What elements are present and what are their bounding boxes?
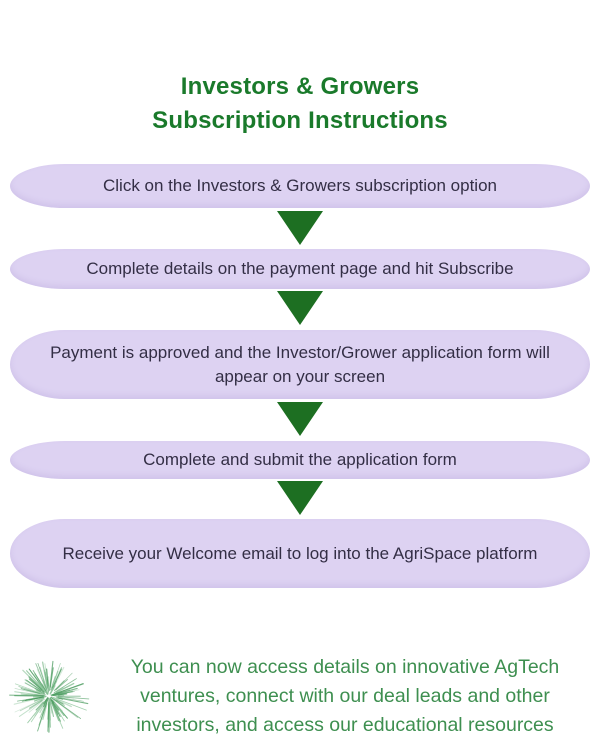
footer-text-line2: ventures, connect with our deal leads an… bbox=[140, 684, 550, 707]
page-title: Investors & Growers Subscription Instruc… bbox=[0, 70, 600, 138]
step-pill-1-label: Click on the Investors & Growers subscri… bbox=[102, 176, 497, 195]
step-pill-5: Receive your Welcome email to log into t… bbox=[10, 519, 590, 588]
step-pill-3: Payment is approved and the Investor/Gro… bbox=[10, 330, 590, 399]
step-pill-2: Complete details on the payment page and… bbox=[10, 249, 590, 289]
arrow-down-icon bbox=[277, 402, 323, 436]
step-pill-2-label: Complete details on the payment page and… bbox=[86, 259, 514, 278]
footer: You can now access details on innovative… bbox=[8, 650, 592, 742]
arrow-down-icon bbox=[277, 211, 323, 245]
step-pill-4-label: Complete and submit the application form bbox=[143, 450, 457, 469]
step-pill-5-label: Receive your Welcome email to log into t… bbox=[62, 543, 538, 563]
arrow-down-icon bbox=[277, 481, 323, 515]
page-title-line1: Investors & Growers bbox=[180, 73, 420, 100]
footer-text: You can now access details on innovative… bbox=[98, 653, 592, 740]
arrow-down-icon bbox=[277, 291, 323, 325]
step-pill-4: Complete and submit the application form bbox=[10, 441, 590, 479]
firework-icon bbox=[8, 650, 90, 742]
step-pill-3-label: Payment is approved and the Investor/Gro… bbox=[50, 342, 550, 386]
footer-text-line3: investors, and access our educational re… bbox=[136, 713, 554, 736]
page-title-line2: Subscription Instructions bbox=[152, 107, 448, 134]
footer-text-line1: You can now access details on innovative… bbox=[130, 655, 560, 678]
step-pill-1: Click on the Investors & Growers subscri… bbox=[10, 164, 590, 208]
